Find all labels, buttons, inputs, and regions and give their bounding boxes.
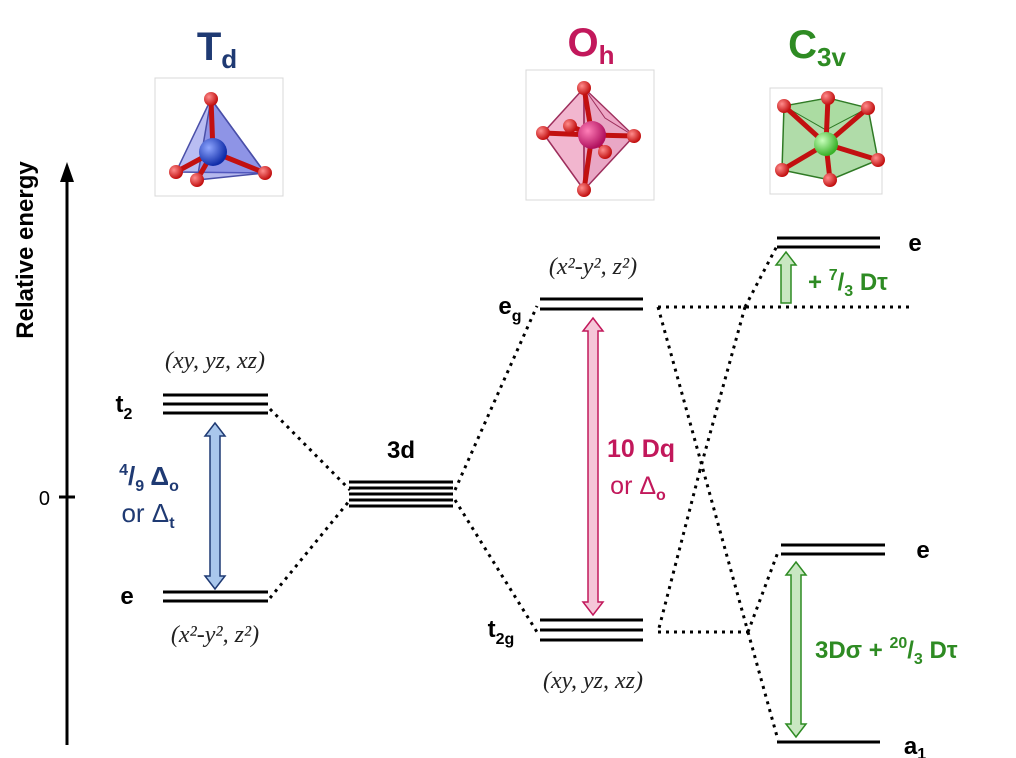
td-splitting-arrow (203, 421, 227, 591)
td-gap-line2: or Δt (121, 498, 175, 532)
td-t2-level (163, 393, 268, 415)
c3v-top-e-line (743, 243, 780, 308)
3d-to-oh-eg-line (453, 305, 539, 491)
3d-to-oh-t2g-line (453, 499, 539, 633)
trigonal-image (769, 87, 885, 195)
c3v-top-e-level (777, 236, 880, 249)
oh-eg-label: eg (498, 293, 521, 325)
c3v-cross-line-upper (698, 306, 747, 471)
c3v-top-splitting-arrow (774, 250, 798, 304)
center-3d-label: 3d (387, 437, 415, 464)
td-t2-label: t2 (116, 391, 133, 423)
oh-t2g-level (540, 618, 643, 642)
oh-t2g-label: t2g (488, 616, 515, 648)
td-group-title: Td (197, 25, 237, 74)
oh-eg-level (540, 297, 643, 311)
oh-splitting-arrow (581, 316, 605, 617)
td-gap-line1: 4/9 Δo (119, 461, 179, 495)
center-3d-level: 3d (349, 437, 453, 508)
c3v-mid-e-label: e (916, 537, 929, 564)
octahedron-image (525, 69, 655, 201)
td-t2-to-3d-line (268, 407, 352, 492)
c3v-top-e-label: e (908, 230, 921, 257)
tetrahedron-image (154, 77, 284, 197)
correlation-lines (268, 243, 910, 741)
energy-axis: 0 Relative energy (12, 161, 75, 745)
oh-eg-orbitals: (x²-y², z²) (549, 254, 637, 280)
td-e-orbitals: (x²-y², z²) (171, 622, 259, 648)
oh-group-title: Oh (567, 21, 614, 70)
td-e-to-3d-line (268, 499, 352, 599)
oh-eg-to-c3v-cross-line (656, 306, 750, 633)
c3v-mid-e-line (746, 551, 780, 633)
axis-zero-label: 0 (39, 488, 50, 510)
c3v-top-gap-label: + 7/3 Dτ (808, 267, 888, 300)
td-t2-orbitals: (xy, yz, xz) (165, 348, 265, 374)
oh-gap-line1: 10 Dq (607, 435, 675, 463)
td-e-label: e (120, 583, 133, 610)
c3v-bottom-gap-label: 3Dσ + 20/3 Dτ (815, 635, 958, 668)
oh-t2g-orbitals: (xy, yz, xz) (543, 668, 643, 694)
c3v-bottom-splitting-arrow (784, 560, 808, 739)
axis-label: Relative energy (12, 161, 39, 339)
c3v-a1-line (746, 631, 780, 741)
c3v-a1-label: a1 (904, 733, 926, 758)
td-e-level (163, 590, 268, 603)
c3v-group-title: C3v (788, 23, 846, 72)
c3v-mid-e-level (781, 543, 885, 556)
axis-arrowhead (60, 162, 74, 182)
oh-gap-line2: or Δo (610, 472, 666, 504)
